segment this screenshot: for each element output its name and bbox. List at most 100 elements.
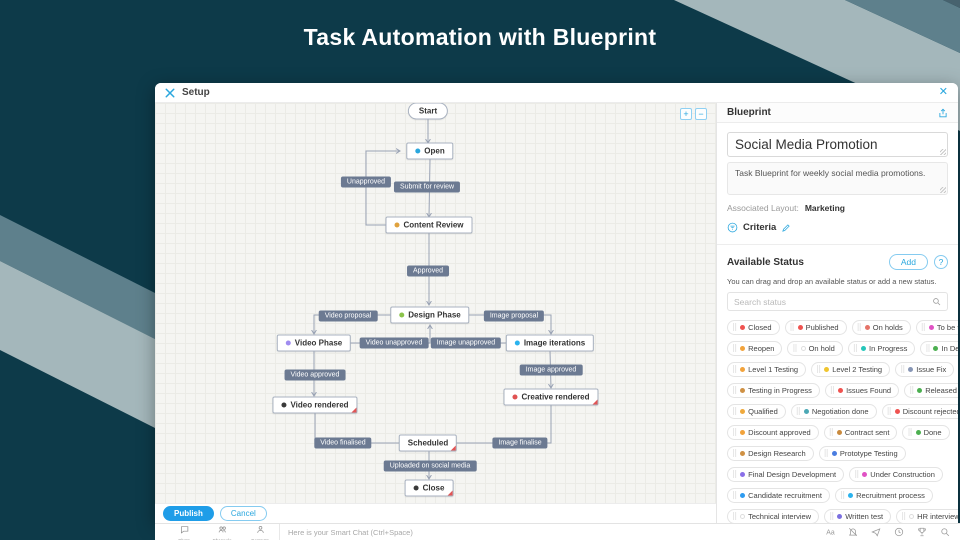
status-chip[interactable]: ⣿Done: [902, 425, 950, 440]
drag-handle-icon[interactable]: ⣿: [828, 429, 834, 436]
mute-icon[interactable]: [848, 527, 858, 537]
chatbar-tab-chats[interactable]: Chats: [165, 521, 203, 540]
transition-chip[interactable]: Image approved: [519, 364, 583, 376]
transition-chip[interactable]: Image proposal: [483, 310, 545, 322]
resize-handle-icon[interactable]: [940, 187, 946, 193]
blueprint-name-input[interactable]: Social Media Promotion: [727, 132, 948, 157]
status-chip[interactable]: ⣿In Development: [920, 341, 958, 356]
edit-pencil-icon[interactable]: [781, 223, 791, 233]
drag-handle-icon[interactable]: ⣿: [886, 408, 892, 415]
zoom-in-button[interactable]: +: [680, 108, 692, 120]
drag-handle-icon[interactable]: ⣿: [900, 366, 906, 373]
status-chip[interactable]: ⣿Negotiation done: [790, 404, 877, 419]
status-chip[interactable]: ⣿In Progress: [847, 341, 916, 356]
drag-handle-icon[interactable]: ⣿: [732, 450, 738, 457]
transition-chip[interactable]: Image finalise: [492, 437, 548, 449]
drag-handle-icon[interactable]: ⣿: [852, 345, 858, 352]
transition-chip[interactable]: Video unapproved: [359, 337, 429, 349]
status-chip[interactable]: ⣿Published: [784, 320, 847, 335]
status-search-input[interactable]: [734, 296, 928, 307]
drag-handle-icon[interactable]: ⣿: [732, 492, 738, 499]
status-chip[interactable]: ⣿Released: [904, 383, 958, 398]
drag-handle-icon[interactable]: ⣿: [856, 324, 862, 331]
transition-chip[interactable]: Video approved: [284, 369, 346, 381]
flow-node-scheduled[interactable]: Scheduled: [398, 434, 458, 452]
drag-handle-icon[interactable]: ⣿: [829, 513, 835, 520]
transition-chip[interactable]: Uploaded on social media: [383, 460, 477, 472]
flow-node-close[interactable]: Close: [404, 479, 454, 497]
flow-node-video-rendered[interactable]: Video rendered: [272, 396, 358, 414]
status-chip[interactable]: ⣿Candidate recruitment: [727, 488, 830, 503]
chatbar-tab-contacts[interactable]: Contacts: [241, 521, 279, 540]
drag-handle-icon[interactable]: ⣿: [839, 492, 846, 499]
flow-node-image-iterations[interactable]: Image iterations: [505, 334, 595, 352]
resize-handle-icon[interactable]: [940, 149, 946, 155]
drag-handle-icon[interactable]: ⣿: [920, 324, 926, 331]
add-status-button[interactable]: Add: [888, 254, 928, 270]
drag-handle-icon[interactable]: ⣿: [789, 324, 795, 331]
transition-chip[interactable]: Submit for review: [393, 181, 461, 193]
status-chip[interactable]: ⣿Issues Found: [824, 383, 900, 398]
status-chip[interactable]: ⣿Technical interview: [727, 509, 820, 523]
drag-handle-icon[interactable]: ⣿: [732, 429, 738, 436]
flow-node-open[interactable]: Open: [406, 142, 454, 160]
send-icon[interactable]: [871, 527, 881, 537]
status-chip[interactable]: ⣿Testing in Progress: [727, 383, 820, 398]
drag-handle-icon[interactable]: ⣿: [732, 513, 738, 520]
status-chip[interactable]: ⣿Written test: [824, 509, 892, 523]
drag-handle-icon[interactable]: ⣿: [732, 471, 738, 478]
status-chip[interactable]: ⣿Prototype Testing: [818, 446, 906, 461]
status-chip[interactable]: ⣿Level 1 Testing: [727, 362, 807, 377]
status-chip[interactable]: ⣿Closed: [727, 320, 780, 335]
drag-handle-icon[interactable]: ⣿: [925, 345, 931, 352]
transition-chip[interactable]: Video proposal: [318, 310, 378, 322]
flow-node-start[interactable]: Start: [407, 103, 449, 120]
drag-handle-icon[interactable]: ⣿: [732, 387, 738, 394]
drag-handle-icon[interactable]: ⣿: [901, 513, 907, 520]
zoom-icon[interactable]: [940, 527, 950, 537]
zoom-out-button[interactable]: −: [695, 108, 707, 120]
status-chip[interactable]: ⣿Design Research: [727, 446, 814, 461]
drag-handle-icon[interactable]: ⣿: [907, 429, 913, 436]
drag-handle-icon[interactable]: ⣿: [732, 366, 738, 373]
drag-handle-icon[interactable]: ⣿: [792, 345, 798, 352]
status-chip[interactable]: ⣿Discount approved: [727, 425, 819, 440]
trophy-icon[interactable]: [917, 527, 927, 537]
close-icon[interactable]: ✕: [938, 86, 948, 98]
export-icon[interactable]: [938, 108, 948, 118]
drag-handle-icon[interactable]: ⣿: [795, 408, 801, 415]
drag-handle-icon[interactable]: ⣿: [829, 387, 836, 394]
help-button[interactable]: ?: [934, 255, 948, 269]
status-chip[interactable]: ⣿To be tested: [915, 320, 958, 335]
transition-chip[interactable]: Approved: [407, 265, 449, 277]
drag-handle-icon[interactable]: ⣿: [909, 387, 915, 394]
history-icon[interactable]: [894, 527, 904, 537]
chatbar-tab-channels[interactable]: Channels: [203, 521, 241, 540]
status-chip[interactable]: ⣿Contract sent: [823, 425, 898, 440]
drag-handle-icon[interactable]: ⣿: [823, 450, 829, 457]
publish-button[interactable]: Publish: [163, 506, 214, 521]
flow-node-creative-rendered[interactable]: Creative rendered: [503, 388, 599, 406]
status-chip[interactable]: ⣿Issue Fix: [895, 362, 955, 377]
drag-handle-icon[interactable]: ⣿: [732, 345, 738, 352]
cancel-button[interactable]: Cancel: [219, 506, 267, 521]
status-chip[interactable]: ⣿Recruitment process: [834, 488, 933, 503]
transition-chip[interactable]: Unapproved: [340, 176, 392, 188]
drag-handle-icon[interactable]: ⣿: [816, 366, 822, 373]
transition-chip[interactable]: Video finalised: [314, 437, 372, 449]
status-chip[interactable]: ⣿On holds: [851, 320, 911, 335]
status-chip[interactable]: ⣿Qualified: [727, 404, 786, 419]
drag-handle-icon[interactable]: ⣿: [732, 324, 738, 331]
drag-handle-icon[interactable]: ⣿: [732, 408, 738, 415]
status-chip[interactable]: ⣿Level 2 Testing: [811, 362, 891, 377]
blueprint-description-input[interactable]: Task Blueprint for weekly social media p…: [727, 162, 948, 195]
status-chip[interactable]: ⣿Under Construction: [849, 467, 943, 482]
flow-node-video-phase[interactable]: Video Phase: [276, 334, 352, 352]
status-chip[interactable]: ⣿On hold: [787, 341, 843, 356]
status-chip[interactable]: ⣿HR interview: [896, 509, 958, 523]
status-chip[interactable]: ⣿Final Design Development: [727, 467, 845, 482]
flow-node-content-review[interactable]: Content Review: [385, 216, 473, 234]
font-icon[interactable]: Aa: [825, 527, 835, 537]
flow-node-design-phase[interactable]: Design Phase: [390, 306, 470, 324]
